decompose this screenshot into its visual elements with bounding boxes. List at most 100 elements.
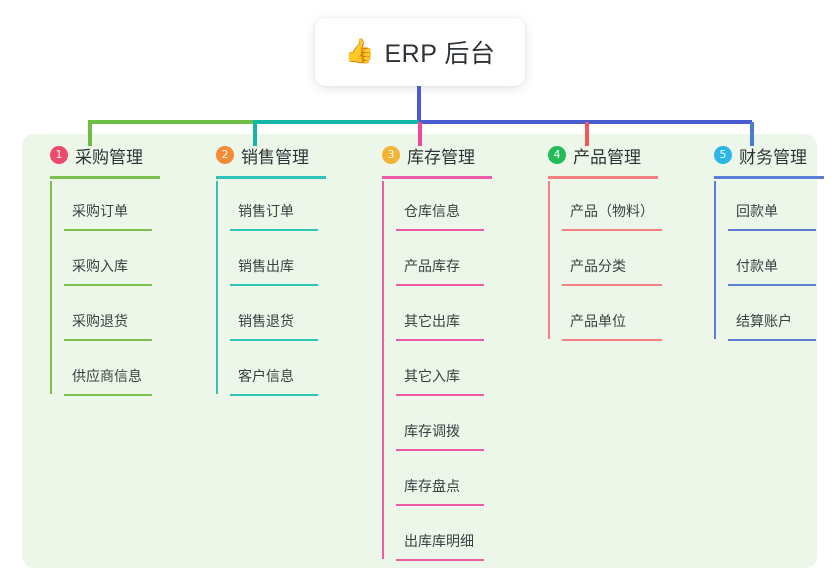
- list-item-rule: [230, 339, 318, 341]
- column-header-rule-purchase: [50, 176, 160, 179]
- column-badge-product: 4: [548, 146, 566, 164]
- column-badge-finance: 5: [714, 146, 732, 164]
- list-item-label: 产品单位: [570, 313, 626, 329]
- list-item-rule: [562, 284, 662, 286]
- column-badge-inventory: 3: [382, 146, 400, 164]
- list-item-label: 出库库明细: [404, 533, 474, 549]
- column-items-product: 产品（物料） 产品分类产品单位: [534, 181, 662, 346]
- stub-product: [585, 122, 589, 146]
- bus-segment-teal: [253, 120, 419, 124]
- column-badge-purchase: 1: [50, 146, 68, 164]
- column-items-finance: 回款单付款单结算账户: [700, 181, 816, 346]
- column-title-purchase: 采购管理: [75, 147, 143, 167]
- list-item-rule: [728, 284, 816, 286]
- column-header-rule-product: [548, 176, 658, 179]
- thumbs-up-icon: 👍: [344, 38, 375, 65]
- list-item-rule: [230, 394, 318, 396]
- column-spine-product: [548, 181, 550, 339]
- column-spine-inventory: [382, 181, 384, 559]
- column-title-inventory: 库存管理: [407, 147, 475, 167]
- list-item-rule: [396, 504, 484, 506]
- list-item-label: 其它出库: [404, 313, 460, 329]
- list-item-label: 产品分类: [570, 258, 626, 274]
- column-header-sales[interactable]: 2 销售管理: [202, 143, 326, 179]
- column-items-inventory: 仓库信息产品库存其它出库其它入库库存调拨库存盘点出库库明细: [368, 181, 484, 566]
- root-node-card[interactable]: 👍 ERP 后台: [315, 18, 525, 86]
- list-item[interactable]: 产品单位: [548, 291, 662, 346]
- list-item-label: 采购入库: [72, 258, 128, 274]
- column-header-inventory[interactable]: 3 库存管理: [368, 143, 492, 179]
- stub-sales: [253, 122, 257, 146]
- list-item-rule: [562, 339, 662, 341]
- column-title-sales: 销售管理: [241, 147, 309, 167]
- list-item-label: 客户信息: [238, 368, 294, 384]
- list-item[interactable]: 产品库存: [382, 236, 484, 291]
- list-item[interactable]: 产品（物料）: [548, 181, 662, 236]
- list-item[interactable]: 采购订单: [50, 181, 152, 236]
- column-spine-finance: [714, 181, 716, 339]
- list-item[interactable]: 其它出库: [382, 291, 484, 346]
- diagram-panel-background: [22, 134, 817, 568]
- list-item[interactable]: 回款单: [714, 181, 816, 236]
- column-items-sales: 销售订单销售出库销售退货客户信息: [202, 181, 318, 401]
- list-item-label: 付款单: [736, 258, 778, 274]
- column-header-rule-inventory: [382, 176, 492, 179]
- list-item[interactable]: 销售出库: [216, 236, 318, 291]
- list-item-label: 销售出库: [238, 258, 294, 274]
- list-item[interactable]: 付款单: [714, 236, 816, 291]
- list-item-label: 供应商信息: [72, 368, 142, 384]
- column-title-product: 产品管理: [573, 147, 641, 167]
- column-header-rule-sales: [216, 176, 326, 179]
- bus-segment-green: [88, 120, 253, 124]
- list-item-rule: [396, 284, 484, 286]
- list-item[interactable]: 销售退货: [216, 291, 318, 346]
- list-item[interactable]: 客户信息: [216, 346, 318, 401]
- column-badge-sales: 2: [216, 146, 234, 164]
- list-item-rule: [728, 229, 816, 231]
- list-item[interactable]: 库存盘点: [382, 456, 484, 511]
- list-item-label: 库存盘点: [404, 478, 460, 494]
- list-item-label: 其它入库: [404, 368, 460, 384]
- list-item[interactable]: 其它入库: [382, 346, 484, 401]
- column-spine-sales: [216, 181, 218, 394]
- column-header-purchase[interactable]: 1 采购管理: [36, 143, 160, 179]
- list-item-label: 产品（物料）: [570, 203, 654, 219]
- list-item-label: 销售退货: [238, 313, 294, 329]
- list-item[interactable]: 采购退货: [50, 291, 152, 346]
- list-item-label: 库存调拨: [404, 423, 460, 439]
- list-item-label: 仓库信息: [404, 203, 460, 219]
- list-item-label: 回款单: [736, 203, 778, 219]
- list-item[interactable]: 结算账户: [714, 291, 816, 346]
- column-header-product[interactable]: 4 产品管理: [534, 143, 658, 179]
- list-item-rule: [64, 394, 152, 396]
- list-item[interactable]: 出库库明细: [382, 511, 484, 566]
- list-item-rule: [230, 229, 318, 231]
- list-item[interactable]: 库存调拨: [382, 401, 484, 456]
- column-inventory: 3 库存管理仓库信息产品库存其它出库其它入库库存调拨库存盘点出库库明细: [368, 143, 492, 566]
- list-item[interactable]: 采购入库: [50, 236, 152, 291]
- column-header-rule-finance: [714, 176, 824, 179]
- list-item[interactable]: 产品分类: [548, 236, 662, 291]
- list-item[interactable]: 销售订单: [216, 181, 318, 236]
- list-item-rule: [230, 284, 318, 286]
- stub-purchase: [88, 122, 92, 146]
- list-item-rule: [396, 229, 484, 231]
- list-item-label: 采购订单: [72, 203, 128, 219]
- list-item[interactable]: 供应商信息: [50, 346, 152, 401]
- column-items-purchase: 采购订单采购入库采购退货供应商信息: [36, 181, 152, 401]
- list-item-label: 销售订单: [238, 203, 294, 219]
- list-item-rule: [64, 229, 152, 231]
- list-item[interactable]: 仓库信息: [382, 181, 484, 236]
- list-item-label: 采购退货: [72, 313, 128, 329]
- root-node-label: ERP 后台: [384, 40, 496, 68]
- list-item-rule: [64, 284, 152, 286]
- list-item-rule: [728, 339, 816, 341]
- list-item-rule: [396, 449, 484, 451]
- list-item-label: 产品库存: [404, 258, 460, 274]
- column-spine-purchase: [50, 181, 52, 394]
- list-item-rule: [396, 339, 484, 341]
- column-product: 4 产品管理产品（物料） 产品分类产品单位: [534, 143, 662, 346]
